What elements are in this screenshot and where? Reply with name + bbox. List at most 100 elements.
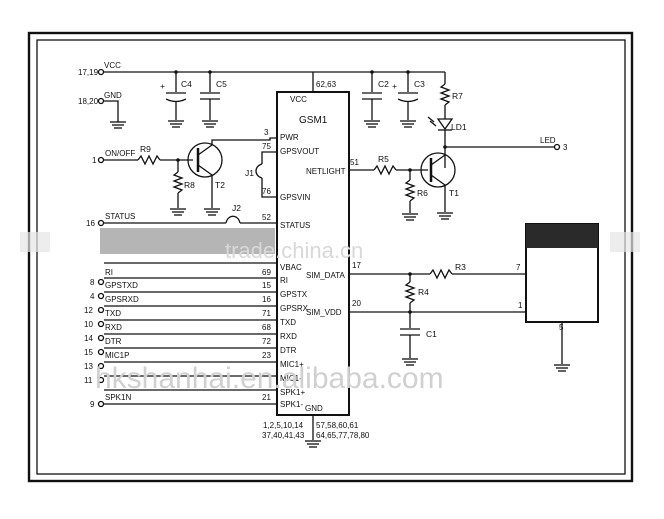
svg-text:3: 3 (264, 128, 269, 137)
led-num: 3 (563, 143, 568, 152)
svg-text:T2: T2 (215, 180, 225, 190)
onoff-pin-num: 1 (92, 156, 97, 165)
capacitor-c5: C5 (200, 70, 227, 128)
resistor-r5: R5 (349, 154, 428, 176)
ic-gnd-label: GND (305, 404, 323, 413)
transistor-t2: T2 (187, 137, 277, 216)
svg-text:23: 23 (262, 351, 271, 360)
capacitor-c1: C1 (349, 310, 526, 366)
watermark-top: trade.china.cn (225, 238, 363, 263)
svg-text:GPSTXD: GPSTXD (105, 281, 138, 290)
svg-text:R6: R6 (417, 188, 428, 198)
svg-text:GPSVOUT: GPSVOUT (280, 147, 319, 156)
svg-text:15: 15 (84, 348, 93, 357)
inner-frame (36, 39, 626, 475)
svg-text:C2: C2 (378, 79, 389, 89)
ic-vcc-label: VCC (290, 95, 307, 104)
svg-text:C4: C4 (181, 79, 192, 89)
gnd-pin-label: GND (104, 91, 122, 100)
svg-text:NETLIGHT: NETLIGHT (306, 167, 346, 176)
svg-text:52: 52 (262, 213, 271, 222)
svg-text:72: 72 (262, 337, 271, 346)
svg-text:8: 8 (90, 278, 95, 287)
svg-text:15: 15 (262, 281, 271, 290)
svg-text:RI: RI (280, 276, 288, 285)
svg-text:64,65,77,78,80: 64,65,77,78,80 (316, 431, 370, 440)
svg-text:GPSRX: GPSRX (280, 304, 309, 313)
svg-text:DTR: DTR (280, 346, 297, 355)
svg-text:57,58,60,61: 57,58,60,61 (316, 421, 359, 430)
svg-text:STATUS: STATUS (105, 212, 135, 221)
svg-text:C5: C5 (216, 79, 227, 89)
svg-text:+: + (160, 81, 165, 91)
svg-text:SPK1+: SPK1+ (280, 388, 305, 397)
onoff-pin-label: ON/OFF (105, 149, 135, 158)
vcc-pin-label: VCC (104, 61, 121, 70)
svg-text:71: 71 (262, 309, 271, 318)
svg-text:9: 9 (90, 400, 95, 409)
svg-text:14: 14 (84, 334, 93, 343)
io-connector-rows: RI 69 RI 8 GPSTXD 15 GPSTX 4 GPSRXD 16 G… (84, 262, 309, 409)
gsm-module (276, 91, 350, 416)
svg-text:R3: R3 (455, 262, 466, 272)
svg-text:R7: R7 (452, 91, 463, 101)
svg-text:R5: R5 (378, 154, 389, 164)
svg-text:STATUS: STATUS (280, 221, 310, 230)
svg-text:R9: R9 (140, 144, 151, 154)
svg-text:75: 75 (262, 142, 271, 151)
svg-text:7: 7 (516, 263, 521, 272)
svg-text:RXD: RXD (280, 332, 297, 341)
jumper-j1: J1 (245, 151, 277, 198)
resistor-r3: R3 (349, 262, 526, 280)
capacitor-c2: C2 (362, 70, 389, 128)
capacitor-c4: + C4 (160, 70, 192, 128)
resistor-r4: R4 (404, 272, 429, 312)
svg-text:16: 16 (262, 295, 271, 304)
svg-text:LD1: LD1 (451, 122, 467, 132)
svg-text:76: 76 (262, 187, 271, 196)
watermark-bottom: hkshanhai.en.alibaba.com (95, 362, 444, 395)
svg-text:69: 69 (262, 268, 271, 277)
svg-text:DTR: DTR (105, 337, 122, 346)
svg-text:T1: T1 (449, 188, 459, 198)
svg-text:MIC1-: MIC1- (280, 374, 302, 383)
resistor-r8: R8 (170, 158, 195, 216)
svg-text:GPSTX: GPSTX (280, 290, 308, 299)
svg-text:R4: R4 (418, 287, 429, 297)
svg-text:PWR: PWR (280, 133, 299, 142)
svg-text:C3: C3 (414, 79, 425, 89)
transistor-t1: T1 (420, 152, 459, 220)
svg-text:J1: J1 (245, 168, 254, 178)
capacitor-c3: + C3 (392, 70, 425, 128)
svg-text:GPSRXD: GPSRXD (105, 295, 139, 304)
ic-vcc-pins: 62,63 (316, 80, 337, 89)
svg-text:1,2,5,10,14: 1,2,5,10,14 (263, 421, 304, 430)
outer-frame (27, 31, 634, 483)
jumper-j2: J2 (104, 203, 277, 224)
svg-text:1: 1 (518, 301, 523, 310)
resistor-r6: R6 (402, 168, 428, 221)
svg-text:51: 51 (350, 158, 359, 167)
svg-text:VBAC: VBAC (280, 263, 302, 272)
led-label: LED (540, 136, 556, 145)
resistor-r7-led-ld1: R7 LD1 (427, 72, 467, 168)
svg-text:TXD: TXD (280, 318, 296, 327)
svg-text:MIC1P: MIC1P (105, 351, 129, 360)
svg-text:11: 11 (84, 376, 93, 385)
svg-text:RI: RI (105, 268, 113, 277)
svg-text:12: 12 (84, 306, 93, 315)
svg-text:RXD: RXD (105, 323, 122, 332)
svg-text:J2: J2 (232, 203, 241, 213)
svg-text:13: 13 (84, 362, 93, 371)
svg-text:17: 17 (352, 261, 361, 270)
svg-text:+: + (392, 81, 397, 91)
svg-text:SPK1N: SPK1N (105, 393, 131, 402)
gnd-pin-num: 18,20 (78, 97, 99, 106)
vcc-pin-num: 17,19 (78, 68, 99, 77)
sim-card-holder: 7 1 5 (516, 223, 599, 372)
svg-text:21: 21 (262, 393, 271, 402)
svg-text:SPK1-: SPK1- (280, 400, 303, 409)
svg-text:TXD: TXD (105, 309, 121, 318)
